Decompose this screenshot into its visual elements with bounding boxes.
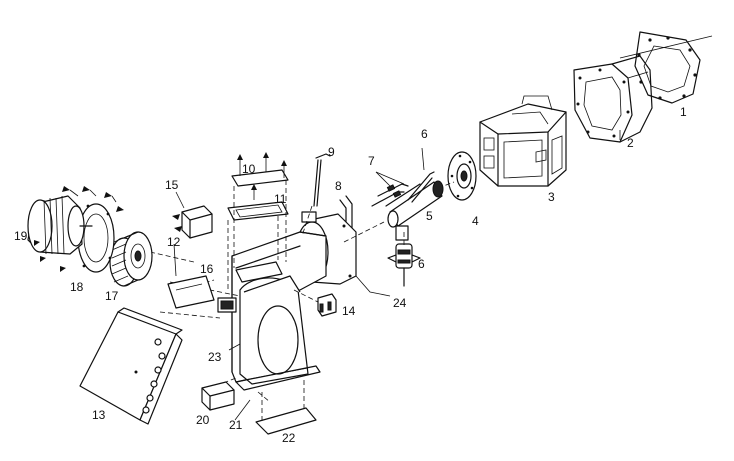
part-1-gasket — [634, 31, 701, 104]
part-4-disc — [447, 151, 477, 201]
label-part-7: 7 — [368, 154, 375, 168]
part-10-cover — [231, 169, 289, 187]
part-20-block — [201, 381, 235, 411]
part-22-base — [255, 380, 317, 435]
intake-plate — [235, 261, 283, 283]
part-13-control-box — [79, 307, 183, 425]
label-part-14: 14 — [342, 304, 356, 318]
label-part-18: 18 — [70, 280, 84, 294]
label-part-13: 13 — [92, 408, 106, 422]
label-part-24: 24 — [393, 296, 407, 310]
part-17-fan-wheel — [109, 231, 153, 287]
motor-screws — [34, 186, 124, 272]
label-part-16: 16 — [200, 262, 214, 276]
label-part-6-lower: 6 — [418, 257, 425, 271]
part-16-window — [217, 297, 237, 313]
label-part-21: 21 — [229, 418, 243, 432]
part-19-motor — [27, 195, 93, 255]
label-part-6-upper: 6 — [421, 127, 428, 141]
label-part-9: 9 — [328, 145, 335, 159]
part-6-electrode-upper — [407, 171, 435, 203]
axis-line-1 — [619, 35, 713, 59]
label-part-4: 4 — [472, 214, 479, 228]
part-11-gasket — [227, 201, 289, 221]
label-part-8: 8 — [335, 179, 342, 193]
leader-lines — [173, 130, 621, 421]
label-part-23: 23 — [208, 350, 222, 364]
part-15-relay — [172, 205, 213, 239]
part-12-plate — [167, 275, 215, 309]
label-part-12: 12 — [167, 235, 181, 249]
part-7-leads — [371, 171, 409, 207]
label-part-17: 17 — [105, 289, 119, 303]
label-part-19: 19 — [14, 229, 28, 243]
part-23-fan-housing — [231, 231, 327, 391]
fasteners-10 — [237, 152, 287, 200]
part-5-tube — [385, 180, 444, 241]
label-part-2: 2 — [627, 136, 634, 150]
part-14-connector — [317, 293, 337, 317]
part-9-rod — [313, 153, 331, 207]
part-18-flange — [77, 203, 115, 273]
part-3-housing — [479, 95, 567, 187]
label-part-10: 10 — [242, 162, 256, 176]
label-part-5: 5 — [426, 209, 433, 223]
label-part-1: 1 — [680, 105, 687, 119]
part-2-flange — [573, 55, 653, 143]
label-part-15: 15 — [165, 178, 179, 192]
label-part-11: 11 — [274, 192, 287, 206]
label-part-3: 3 — [548, 190, 555, 204]
label-part-20: 20 — [196, 413, 210, 427]
label-part-22: 22 — [282, 431, 296, 445]
part-6-nozzle-lower — [387, 243, 421, 287]
